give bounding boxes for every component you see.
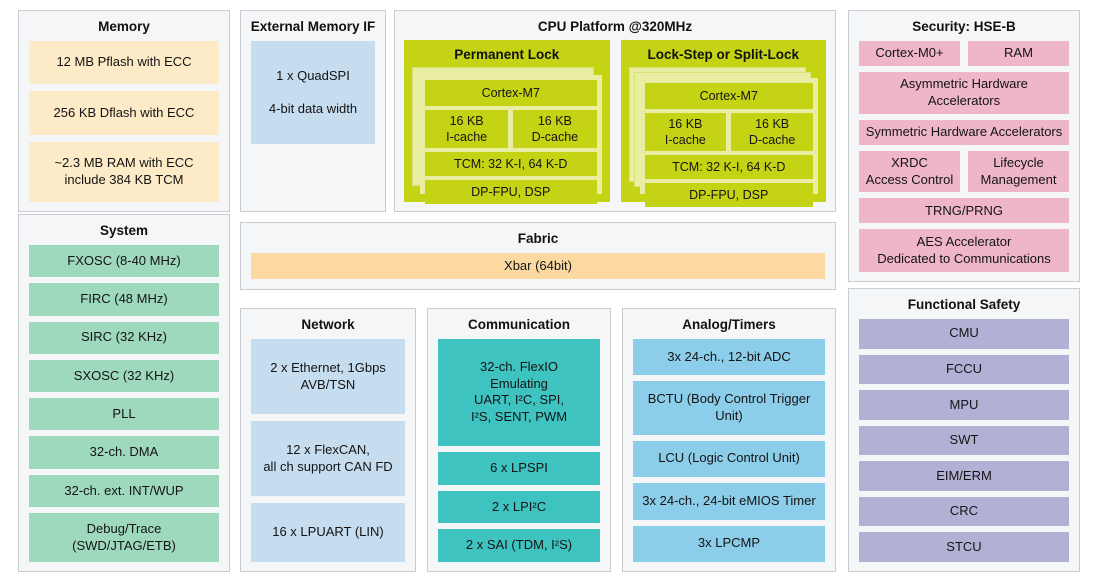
panel-security-body: Cortex-M0+ RAM Asymmetric Hardware Accel… — [859, 41, 1069, 272]
security-block-cortex-m0plus[interactable]: Cortex-M0+ — [859, 41, 960, 67]
panel-system-body: FXOSC (8-40 MHz) FIRC (48 MHz) SIRC (32 … — [29, 245, 219, 562]
communication-block-flexio[interactable]: 32-ch. FlexIO Emulating UART, I²C, SPI, … — [438, 339, 600, 446]
security-block-ram[interactable]: RAM — [968, 41, 1069, 67]
panel-fabric-title: Fabric — [517, 231, 559, 246]
system-block-ext-int-wup[interactable]: 32-ch. ext. INT/WUP — [29, 474, 219, 508]
panel-functional-safety-body: CMU FCCU MPU SWT EIM/ERM CRC STCU — [859, 319, 1069, 563]
memory-block-ram[interactable]: ~2.3 MB RAM with ECC include 384 KB TCM — [29, 141, 219, 202]
system-block-sirc[interactable]: SIRC (32 KHz) — [29, 321, 219, 354]
panel-network: Network 2 x Ethernet, 1Gbps AVB/TSN 12 x… — [240, 308, 416, 572]
cpu-block-dcache[interactable]: 16 KB D-cache — [731, 112, 813, 151]
network-block-ethernet[interactable]: 2 x Ethernet, 1Gbps AVB/TSN — [251, 339, 405, 415]
panel-external-memory-if-body: 1 x QuadSPI 4-bit data width — [251, 41, 375, 144]
panel-fabric: Fabric Xbar (64bit) — [240, 222, 836, 290]
safety-block-cmu[interactable]: CMU — [859, 319, 1069, 349]
security-row-xrdc-lifecycle: XRDC Access Control Lifecycle Management — [859, 150, 1069, 193]
analog-block-adc[interactable]: 3x 24-ch., 12-bit ADC — [633, 339, 825, 376]
panel-external-memory-if-title: External Memory IF — [250, 19, 376, 34]
panel-memory-title: Memory — [98, 19, 150, 34]
fabric-block-xbar[interactable]: Xbar (64bit) — [251, 253, 825, 279]
analog-block-emios-timer[interactable]: 3x 24-ch., 24-bit eMIOS Timer — [633, 483, 825, 520]
network-block-flexcan[interactable]: 12 x FlexCAN, all ch support CAN FD — [251, 421, 405, 497]
cpu-core-permanent-lock[interactable]: Permanent Lock Cortex-M7 16 KB I-cache 1… — [404, 40, 610, 204]
communication-block-lpi2c[interactable]: 2 x LPI²C — [438, 490, 600, 524]
memory-block-pflash[interactable]: 12 MB Pflash with ECC — [29, 41, 219, 85]
security-block-lifecycle-management[interactable]: Lifecycle Management — [968, 150, 1069, 193]
external-memory-block-quadspi[interactable]: 1 x QuadSPI 4-bit data width — [251, 41, 375, 144]
panel-system: System FXOSC (8-40 MHz) FIRC (48 MHz) SI… — [18, 214, 230, 572]
communication-block-sai[interactable]: 2 x SAI (TDM, I²S) — [438, 529, 600, 562]
panel-analog-timers-body: 3x 24-ch., 12-bit ADC BCTU (Body Control… — [633, 339, 825, 562]
panel-system-title: System — [99, 223, 149, 238]
cpu-block-cortex-m7[interactable]: Cortex-M7 — [425, 79, 597, 106]
panel-communication-title: Communication — [467, 317, 570, 332]
panel-memory-body: 12 MB Pflash with ECC 256 KB Dflash with… — [29, 41, 219, 202]
cpu-core-lock-step-split-lock-stack: Cortex-M7 16 KB I-cache 16 KB D-cache TC… — [628, 66, 818, 207]
security-block-asymmetric-accelerators[interactable]: Asymmetric Hardware Accelerators — [859, 72, 1069, 114]
panel-network-body: 2 x Ethernet, 1Gbps AVB/TSN 12 x FlexCAN… — [251, 339, 405, 562]
system-block-debug-trace[interactable]: Debug/Trace (SWD/JTAG/ETB) — [29, 513, 219, 562]
cpu-core-permanent-lock-stack: Cortex-M7 16 KB I-cache 16 KB D-cache TC… — [412, 66, 602, 204]
safety-block-mpu[interactable]: MPU — [859, 390, 1069, 420]
panel-network-title: Network — [301, 317, 355, 332]
cpu-core-lock-step-split-lock-title: Lock-Step or Split-Lock — [647, 47, 799, 62]
system-block-dma[interactable]: 32-ch. DMA — [29, 436, 219, 469]
system-block-sxosc[interactable]: SXOSC (32 KHz) — [29, 359, 219, 393]
system-block-pll[interactable]: PLL — [29, 398, 219, 431]
panel-security-title: Security: HSE-B — [912, 19, 1016, 34]
panel-cpu-platform: CPU Platform @320MHz Permanent Lock Cort… — [394, 10, 836, 212]
cpu-core-lock-step-split-lock[interactable]: Lock-Step or Split-Lock Cortex-M7 16 KB … — [620, 40, 826, 207]
panel-security: Security: HSE-B Cortex-M0+ RAM Asymmetri… — [848, 10, 1080, 282]
security-row-cortex-ram: Cortex-M0+ RAM — [859, 41, 1069, 67]
cpu-block-icache[interactable]: 16 KB I-cache — [425, 109, 509, 148]
panel-communication-body: 32-ch. FlexIO Emulating UART, I²C, SPI, … — [438, 339, 600, 562]
panel-analog-timers-title: Analog/Timers — [682, 317, 776, 332]
communication-block-lpspi[interactable]: 6 x LPSPI — [438, 451, 600, 485]
safety-block-eim-erm[interactable]: EIM/ERM — [859, 461, 1069, 491]
cpu-cache-row: 16 KB I-cache 16 KB D-cache — [644, 112, 813, 151]
safety-block-stcu[interactable]: STCU — [859, 532, 1069, 563]
cpu-core-permanent-lock-title: Permanent Lock — [454, 47, 560, 62]
safety-block-fccu[interactable]: FCCU — [859, 354, 1069, 385]
analog-block-lcu[interactable]: LCU (Logic Control Unit) — [633, 440, 825, 478]
panel-cpu-platform-title: CPU Platform @320MHz — [537, 19, 693, 34]
cpu-block-fpu-dsp[interactable]: DP-FPU, DSP — [425, 179, 597, 204]
safety-block-crc[interactable]: CRC — [859, 496, 1069, 527]
memory-block-dflash[interactable]: 256 KB Dflash with ECC — [29, 91, 219, 135]
cpu-cache-row: 16 KB I-cache 16 KB D-cache — [425, 109, 597, 148]
cpu-block-tcm[interactable]: TCM: 32 K-I, 64 K-D — [644, 154, 813, 179]
safety-block-swt[interactable]: SWT — [859, 425, 1069, 456]
cpu-core-lock-step-split-lock-inner: Cortex-M7 16 KB I-cache 16 KB D-cache TC… — [639, 77, 818, 207]
panel-external-memory-if: External Memory IF 1 x QuadSPI 4-bit dat… — [240, 10, 386, 212]
panel-analog-timers: Analog/Timers 3x 24-ch., 12-bit ADC BCTU… — [622, 308, 836, 572]
network-block-lpuart[interactable]: 16 x LPUART (LIN) — [251, 503, 405, 562]
system-block-firc[interactable]: FIRC (48 MHz) — [29, 283, 219, 316]
cpu-core-permanent-lock-inner: Cortex-M7 16 KB I-cache 16 KB D-cache TC… — [420, 74, 602, 204]
cpu-block-tcm[interactable]: TCM: 32 K-I, 64 K-D — [425, 151, 597, 176]
panel-memory: Memory 12 MB Pflash with ECC 256 KB Dfla… — [18, 10, 230, 212]
cpu-block-cortex-m7[interactable]: Cortex-M7 — [644, 82, 813, 109]
cpu-block-dcache[interactable]: 16 KB D-cache — [513, 109, 597, 148]
panel-communication: Communication 32-ch. FlexIO Emulating UA… — [427, 308, 611, 572]
security-block-trng-prng[interactable]: TRNG/PRNG — [859, 198, 1069, 224]
panel-functional-safety-title: Functional Safety — [907, 297, 1021, 312]
panel-functional-safety: Functional Safety CMU FCCU MPU SWT EIM/E… — [848, 288, 1080, 572]
analog-block-bctu[interactable]: BCTU (Body Control Trigger Unit) — [633, 381, 825, 435]
cpu-block-fpu-dsp[interactable]: DP-FPU, DSP — [644, 182, 813, 207]
cpu-block-icache[interactable]: 16 KB I-cache — [644, 112, 727, 151]
security-block-aes-accelerator[interactable]: AES Accelerator Dedicated to Communicati… — [859, 229, 1069, 272]
analog-block-lpcmp[interactable]: 3x LPCMP — [633, 525, 825, 562]
panel-fabric-body: Xbar (64bit) — [251, 253, 825, 279]
security-block-symmetric-accelerators[interactable]: Symmetric Hardware Accelerators — [859, 119, 1069, 145]
cpu-platform-body: Permanent Lock Cortex-M7 16 KB I-cache 1… — [404, 40, 826, 207]
system-block-fxosc[interactable]: FXOSC (8-40 MHz) — [29, 245, 219, 278]
security-block-xrdc-access-control[interactable]: XRDC Access Control — [859, 150, 960, 193]
